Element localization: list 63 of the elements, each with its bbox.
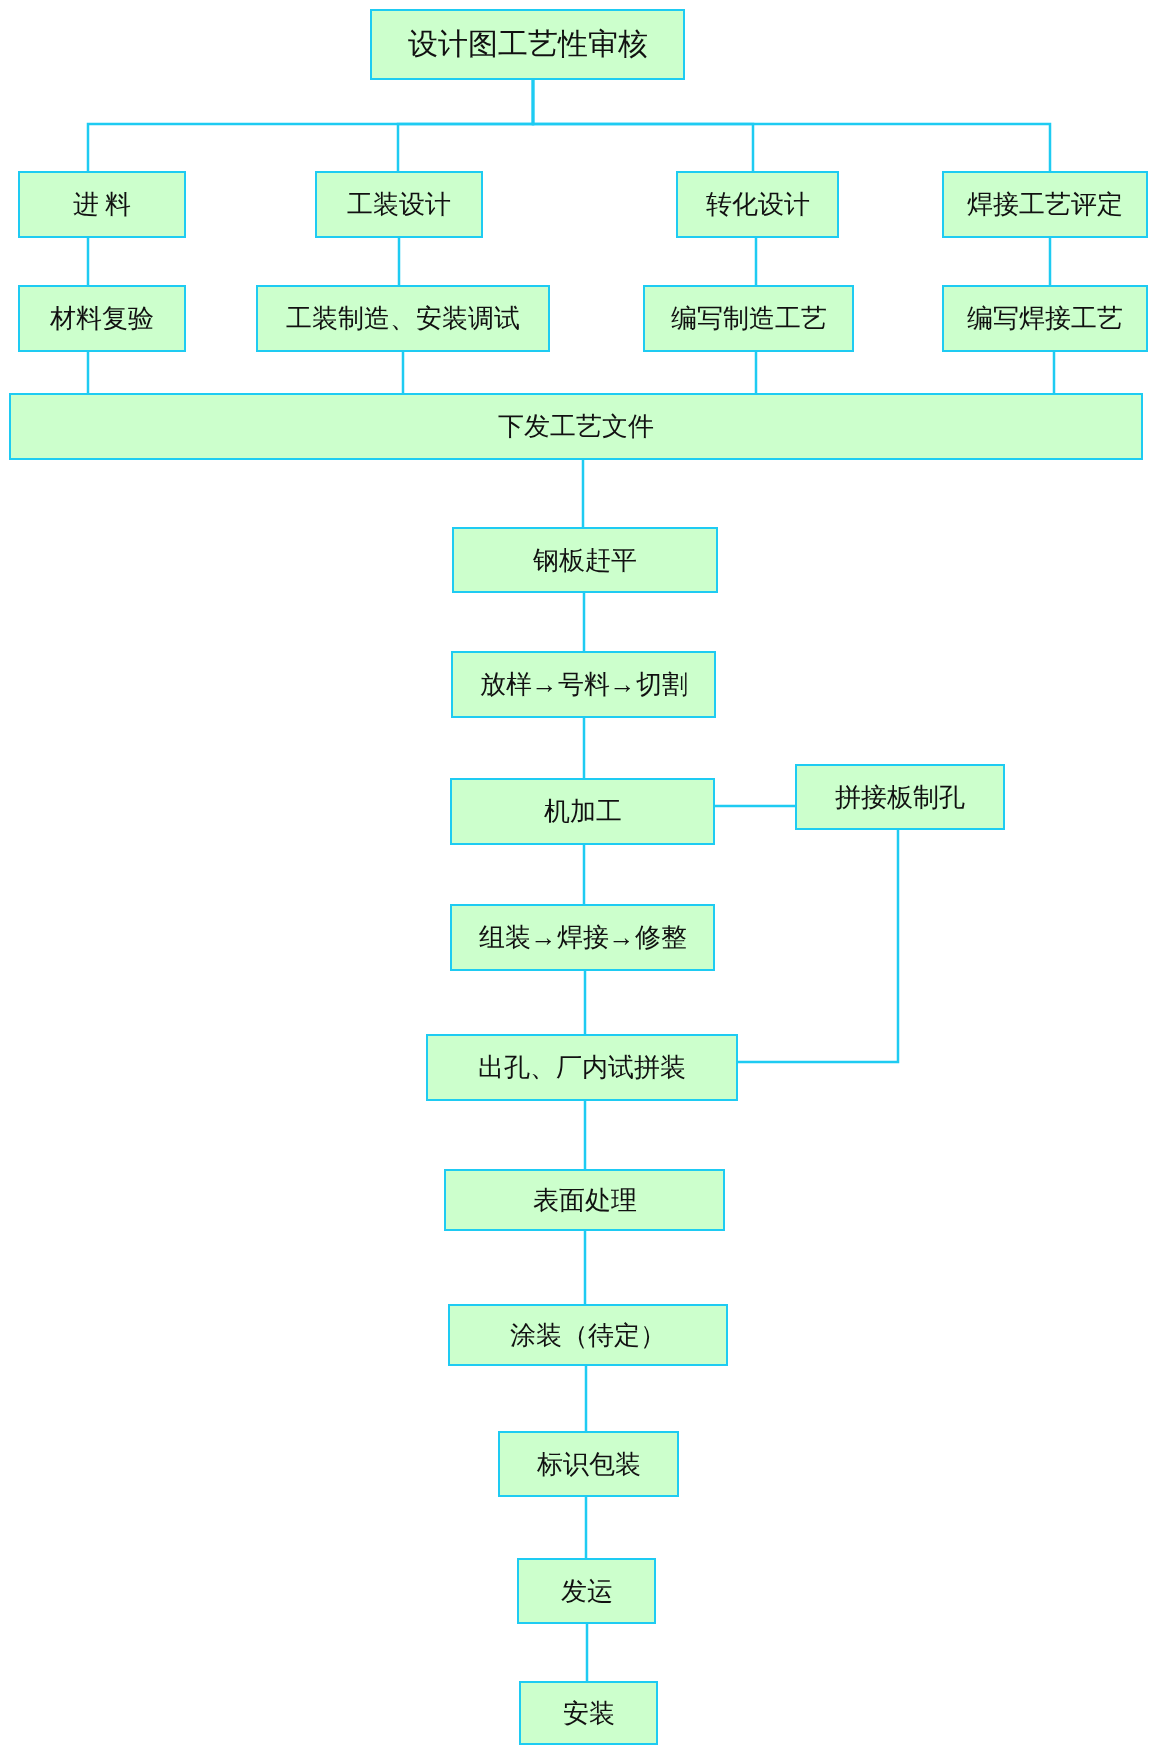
connector-line bbox=[582, 718, 586, 778]
connector-line bbox=[583, 971, 587, 1034]
process-box bbox=[256, 285, 550, 352]
process-box bbox=[676, 171, 839, 238]
connector-line bbox=[583, 1101, 587, 1169]
process-box bbox=[795, 764, 1005, 830]
step-label: 材料复验 bbox=[50, 303, 154, 335]
connector-line bbox=[1048, 238, 1052, 285]
process-box bbox=[9, 393, 1143, 460]
connector-line bbox=[584, 1366, 588, 1431]
connector-line bbox=[86, 352, 90, 393]
process-box bbox=[18, 285, 186, 352]
process-box bbox=[450, 904, 715, 971]
step-label: 工装设计 bbox=[347, 189, 451, 221]
connector-line bbox=[585, 1624, 589, 1681]
connector-line bbox=[531, 80, 1052, 171]
step-label: 标识包装 bbox=[536, 1448, 641, 1481]
connector-line bbox=[738, 830, 900, 1064]
connector-line bbox=[583, 1231, 587, 1304]
process-box bbox=[643, 285, 854, 352]
process-box bbox=[18, 171, 186, 238]
process-box bbox=[451, 651, 716, 718]
step-label: 发运 bbox=[560, 1575, 613, 1608]
step-label: 转化设计 bbox=[705, 189, 810, 221]
step-label: 设计图工艺性审核 bbox=[407, 26, 648, 62]
step-label: 编写焊接工艺 bbox=[967, 303, 1123, 335]
process-box bbox=[426, 1034, 738, 1101]
step-label: 出孔、厂内试拼装 bbox=[478, 1052, 686, 1084]
step-label: 钢板赶平 bbox=[533, 544, 637, 577]
step-label: 编写制造工艺 bbox=[670, 303, 827, 335]
process-box bbox=[498, 1431, 679, 1497]
connector-line bbox=[754, 352, 758, 393]
process-box bbox=[370, 9, 685, 80]
step-label: 涂装（待定） bbox=[510, 1319, 666, 1352]
connector-line bbox=[397, 238, 401, 285]
process-box bbox=[519, 1681, 658, 1745]
connector-line bbox=[584, 1497, 588, 1558]
process-box bbox=[450, 778, 715, 845]
step-label: 拼接板制孔 bbox=[835, 781, 965, 814]
connector-line bbox=[582, 845, 586, 904]
step-label: 组装→焊接→修整 bbox=[478, 922, 687, 954]
connector-line bbox=[715, 804, 795, 808]
step-label: 安装 bbox=[562, 1697, 615, 1730]
connector-line bbox=[581, 460, 585, 527]
process-box bbox=[444, 1169, 725, 1231]
step-label: 放样→号料→切割 bbox=[479, 669, 688, 701]
process-box bbox=[448, 1304, 728, 1366]
process-box bbox=[942, 171, 1148, 238]
step-label: 焊接工艺评定 bbox=[967, 189, 1123, 221]
step-label: 工装制造、安装调试 bbox=[286, 303, 520, 335]
process-box bbox=[942, 285, 1148, 352]
connector-line bbox=[401, 352, 405, 393]
connector-line bbox=[1052, 352, 1056, 393]
step-label: 下发工艺文件 bbox=[498, 411, 654, 443]
step-label: 表面处理 bbox=[532, 1184, 637, 1217]
connector-line bbox=[582, 593, 586, 651]
process-box bbox=[452, 527, 718, 593]
step-label: 机加工 bbox=[543, 796, 622, 828]
step-label: 进 料 bbox=[72, 189, 132, 221]
connector-line bbox=[754, 238, 758, 285]
process-box bbox=[517, 1558, 656, 1624]
process-box bbox=[315, 171, 483, 238]
connector-line bbox=[86, 238, 90, 285]
